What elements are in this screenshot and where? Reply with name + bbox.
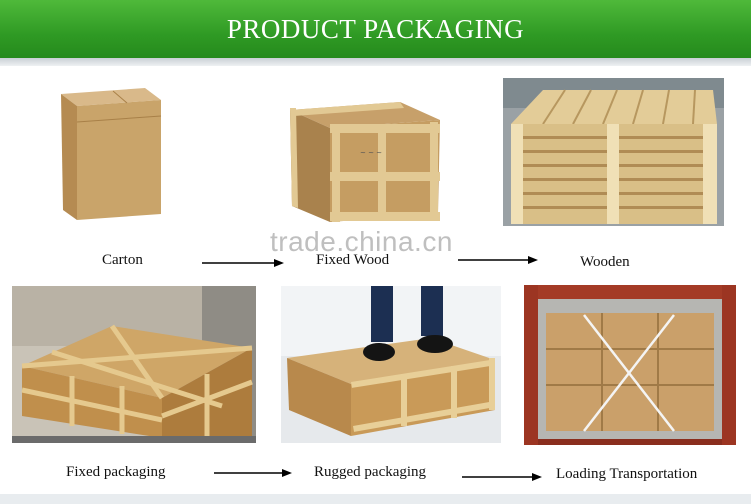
label-wooden: Wooden [580, 254, 630, 270]
wooden-pallet-photo [503, 78, 724, 226]
label-fixed-packaging: Fixed packaging [66, 464, 166, 480]
container-photo [524, 285, 736, 445]
banner-shadow [0, 58, 751, 66]
watermark: trade.china.cn [270, 226, 453, 257]
label-fixed-wood: Fixed Wood [316, 252, 390, 268]
label-carton: Carton [102, 252, 143, 268]
fixed-packaging-photo [12, 286, 256, 443]
label-rugged-packaging: Rugged packaging [314, 464, 427, 480]
rugged-packaging-photo [281, 286, 501, 443]
arrow-right-icon [202, 258, 284, 268]
title-banner [0, 0, 751, 58]
arrow-right-icon [458, 255, 538, 265]
arrow-right-icon [462, 472, 542, 482]
fixed-wood-photo: ~ ~ ~ [270, 80, 450, 230]
page-title: PRODUCT PACKAGING [226, 14, 525, 44]
label-loading-transportation: Loading Transportation [556, 466, 698, 482]
carton-photo [55, 82, 167, 224]
bottom-divider [0, 494, 751, 504]
svg-text:~ ~ ~: ~ ~ ~ [360, 149, 382, 157]
arrow-right-icon [214, 468, 292, 478]
